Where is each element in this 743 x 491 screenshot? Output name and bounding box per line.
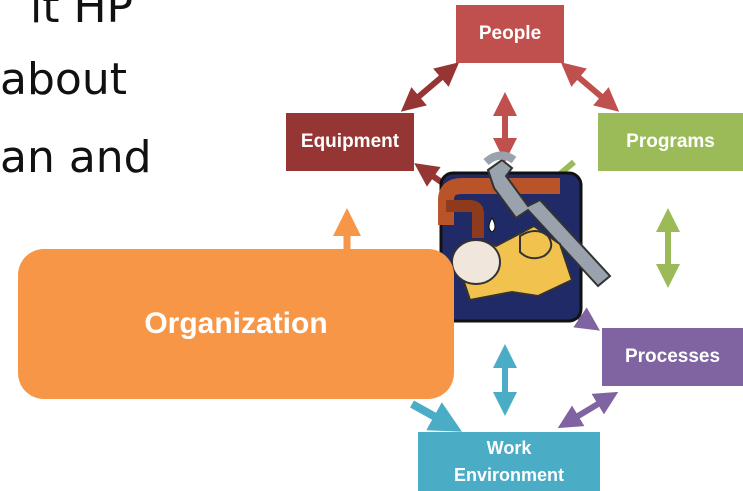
arrow-people-programs xyxy=(560,62,620,112)
node-work-label-line1: Work xyxy=(486,437,532,458)
background-text-line-2: about xyxy=(0,54,127,105)
node-programs-label: Programs xyxy=(626,131,715,152)
node-work-label-line2: Environment xyxy=(453,464,564,485)
node-processes: Processes xyxy=(602,328,743,386)
arrow-work-organization xyxy=(410,400,462,432)
organization-label: Organization xyxy=(144,307,328,340)
node-people: People xyxy=(456,5,564,63)
plumber-wrench-pipe-icon xyxy=(438,151,612,323)
node-equipment-label: Equipment xyxy=(300,131,400,152)
background-text-line-1: it HP xyxy=(30,0,134,33)
node-processes-label: Processes xyxy=(624,346,721,367)
node-people-label: People xyxy=(478,23,542,44)
node-work-environment: Work Environment xyxy=(418,432,600,491)
arrow-people-equipment xyxy=(400,62,460,112)
arrow-processes-work xyxy=(557,391,619,429)
node-equipment: Equipment xyxy=(286,113,414,171)
background-text-line-3: an and xyxy=(0,132,152,183)
organization-box: Organization xyxy=(18,249,454,399)
node-programs: Programs xyxy=(598,113,743,171)
